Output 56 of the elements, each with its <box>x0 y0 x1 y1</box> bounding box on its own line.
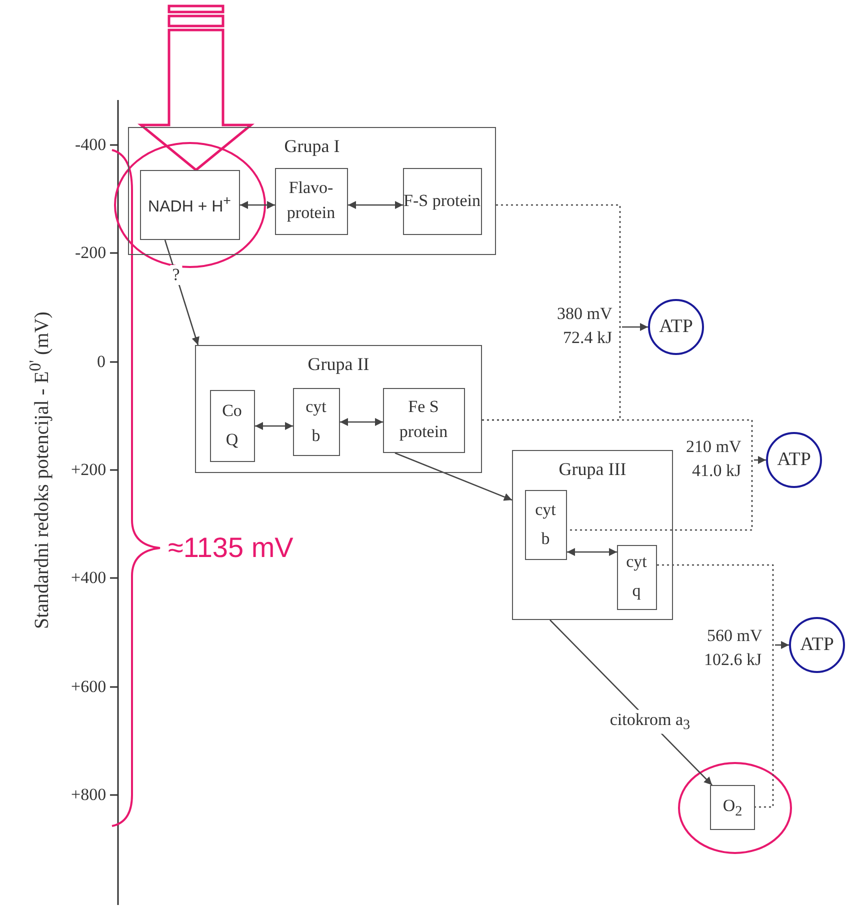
complex-box <box>195 345 482 473</box>
axis-tick-label: +600 <box>71 676 106 698</box>
arrow <box>622 323 648 331</box>
box-label: Fe S protein <box>398 396 449 443</box>
edge-label: citokrom a$_{3}$ <box>608 710 692 734</box>
voltage-label: 380 mV <box>557 303 612 325</box>
complex-box <box>512 450 673 620</box>
box-label: NADH + H$^{+}$ <box>148 192 231 218</box>
box-label: ATP <box>800 634 834 656</box>
axis-tick-label: +400 <box>71 567 106 589</box>
box-label: cyt b <box>306 396 326 446</box>
energy-label: 72.4 kJ <box>563 327 612 349</box>
dotted-connector <box>482 419 753 531</box>
protein-box <box>210 390 254 462</box>
voltage-label: 560 mV <box>707 625 762 647</box>
arrow <box>340 418 383 426</box>
arrow <box>394 452 512 501</box>
block-arrow <box>138 4 254 172</box>
protein-box <box>616 544 656 610</box>
arrow <box>348 201 403 209</box>
edge-label: ? <box>170 265 182 285</box>
box-label: cyt q <box>626 551 647 602</box>
group-title: Grupa I <box>283 136 341 157</box>
axis-tick-label: +200 <box>71 459 106 481</box>
box-label: O$_{2}$ <box>722 794 742 821</box>
axis-tick-label: 0 <box>97 351 106 373</box>
protein-box <box>292 388 340 456</box>
box-label: ATP <box>777 449 811 471</box>
protein-box <box>402 168 482 234</box>
arrow <box>775 641 789 649</box>
box-label: cyt b <box>535 498 556 550</box>
oxygen-box <box>710 785 755 830</box>
energy-label: 41.0 kJ <box>692 460 742 482</box>
axis-tick-label: -400 <box>75 134 106 156</box>
axis-tick-label: -200 <box>75 242 106 264</box>
box-label: ATP <box>659 316 693 338</box>
box-label: Flavo- protein <box>286 177 336 224</box>
energy-label: 102.6 kJ <box>704 649 762 671</box>
protein-box <box>382 388 464 452</box>
potential-difference-label: ≈1135 mV <box>168 531 294 565</box>
protein-box <box>524 490 566 560</box>
protein-box <box>140 170 240 240</box>
arrow <box>255 422 293 430</box>
voltage-label: 210 mV <box>686 436 742 458</box>
group-title: Grupa II <box>306 354 370 375</box>
arrow <box>164 240 200 346</box>
complex-box <box>128 127 496 255</box>
box-label: F-S protein <box>404 190 480 212</box>
group-title: Grupa III <box>558 459 628 480</box>
dotted-connector <box>657 564 774 808</box>
arrow <box>754 456 766 464</box>
arrow <box>567 548 617 556</box>
protein-box <box>274 168 348 234</box>
arrow <box>240 201 275 209</box>
axis-tick-label: +800 <box>71 784 106 806</box>
box-label: Co Q <box>222 400 242 450</box>
